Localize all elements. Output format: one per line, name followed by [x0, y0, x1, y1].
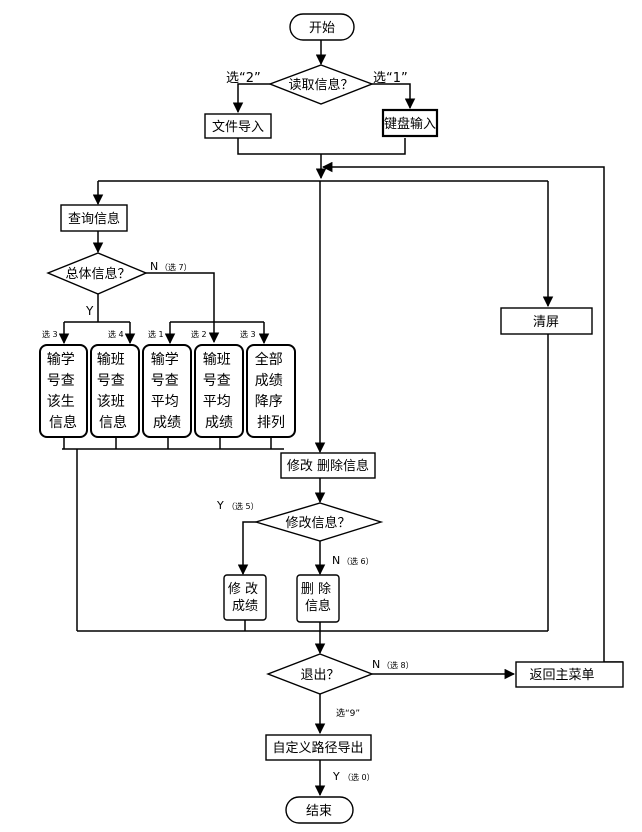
clear-screen-label: 清屏	[533, 315, 559, 330]
by-student-id-box: 输学 号查 该生 信息	[39, 344, 88, 438]
keyboard-input-box: 键盘输入	[381, 108, 439, 138]
all-scores-line-2: 成绩	[255, 373, 283, 389]
student-avg-line-4: 成绩	[153, 415, 181, 431]
start-label: 开始	[309, 21, 335, 36]
class-avg-line-3: 平均	[203, 394, 231, 410]
file-import-box: 文件导入	[204, 113, 272, 139]
modify-info-label: 修改信息？	[285, 515, 350, 531]
all-scores-line-4: 排列	[257, 415, 285, 431]
modify-scores-line-1: 修 改	[228, 582, 258, 597]
label-modify-y: Y	[216, 499, 224, 512]
arrow-modify-y	[237, 521, 256, 576]
label-sel1: 选 1	[148, 329, 164, 339]
by-student-id-line-1: 输学	[47, 352, 75, 368]
overall-info-decision: 总体信息？	[46, 252, 148, 295]
svg-text:删 除 信息: 删 除 信息	[301, 582, 335, 614]
delete-info-line-2: 信息	[305, 598, 331, 614]
label-sel2: 选 2	[191, 329, 207, 339]
label-sel4: 选 4	[108, 329, 124, 339]
svg-text:输学 号查 平均 成绩: 输学 号查 平均 成绩	[151, 352, 183, 431]
svg-text:输班 号查 平均 成绩: 输班 号查 平均 成绩	[203, 352, 235, 431]
query-info-label: 查询信息	[68, 211, 120, 227]
by-class-id-box: 输班 号查 该班 信息	[90, 344, 140, 438]
line-file-to-merge	[237, 138, 406, 155]
read-info-decision: 读取信息？	[268, 64, 374, 105]
modify-scores-box: 修 改 成绩	[223, 574, 267, 621]
by-class-id-line-1: 输班	[97, 352, 125, 368]
exit-decision: 退出？	[266, 653, 374, 695]
read-info-label: 读取信息？	[288, 77, 353, 93]
student-avg-line-3: 平均	[151, 394, 179, 410]
clear-screen-box: 清屏	[500, 307, 593, 335]
svg-text:修 改 成绩: 修 改 成绩	[228, 582, 262, 614]
arrow-read-to-file	[232, 83, 270, 114]
class-avg-line-2: 号查	[203, 373, 231, 389]
svg-text:输班 号查 该班 信息: 输班 号查 该班 信息	[97, 352, 129, 431]
by-class-id-line-3: 该班	[97, 394, 125, 410]
exit-label: 退出？	[300, 668, 339, 683]
by-class-id-line-2: 号查	[97, 373, 125, 389]
end-node: 结束	[285, 796, 354, 824]
label-overall-n-sel: （选 7）	[160, 262, 192, 272]
label-modify-n-sel: （选 6）	[342, 556, 374, 566]
label-choose2: 选“2”	[226, 71, 261, 86]
label-modify-y-sel: （选 5）	[227, 501, 259, 511]
label-exit-n-sel: （选 8）	[382, 660, 414, 670]
delete-info-line-1: 删 除	[301, 582, 331, 597]
delete-info-box: 删 除 信息	[296, 574, 340, 623]
modify-delete-label: 修改 删除信息	[287, 458, 369, 474]
label-exit-y: Y	[332, 770, 340, 783]
modify-info-decision: 修改信息？	[253, 502, 384, 542]
file-import-label: 文件导入	[212, 120, 264, 135]
all-scores-line-3: 降序	[255, 394, 283, 410]
label-exit-y-sel: （选 0）	[343, 772, 375, 782]
all-scores-sorted-box: 全部 成绩 降序 排列	[246, 344, 296, 438]
student-avg-line-2: 号查	[151, 373, 179, 389]
modify-scores-line-2: 成绩	[232, 599, 258, 614]
edge-labels: 选“2” 选“1” N （选 7） Y 选 3 选 4 选 1 选 2 选 3 …	[42, 71, 414, 783]
by-student-id-line-3: 该生	[47, 394, 75, 410]
return-menu-label: 返回主菜单	[529, 668, 594, 683]
by-student-id-line-2: 号查	[47, 373, 75, 389]
arrow-overall-n	[146, 272, 220, 344]
label-sel3b: 选 3	[240, 329, 256, 339]
student-avg-line-1: 输学	[151, 352, 179, 368]
label-overall-y: Y	[85, 304, 94, 318]
modify-delete-box: 修改 删除信息	[280, 452, 376, 479]
by-class-id-line-4: 信息	[99, 414, 127, 431]
label-sel3a: 选 3	[42, 329, 58, 339]
arrow-read-to-keyboard	[372, 83, 416, 110]
start-node: 开始	[289, 13, 355, 41]
student-avg-box: 输学 号查 平均 成绩	[142, 344, 192, 438]
svg-text:全部 成绩 降序 排列: 全部 成绩 降序 排列	[255, 351, 287, 431]
custom-path-export-box: 自定义路径导出	[265, 734, 372, 761]
svg-text:输学 号查 该生 信息: 输学 号查 该生 信息	[47, 352, 79, 431]
label-modify-n: N	[332, 554, 340, 567]
label-overall-n: N	[150, 260, 158, 273]
all-scores-line-1: 全部	[255, 351, 283, 368]
class-avg-box: 输班 号查 平均 成绩	[194, 344, 244, 438]
end-label: 结束	[306, 804, 332, 819]
label-choose1: 选“1”	[373, 71, 408, 86]
custom-path-export-label: 自定义路径导出	[272, 740, 363, 756]
keyboard-input-label: 键盘输入	[384, 116, 436, 132]
class-avg-line-4: 成绩	[205, 415, 233, 431]
query-info-box: 查询信息	[60, 204, 128, 232]
overall-info-label: 总体信息？	[65, 266, 130, 282]
class-avg-line-1: 输班	[203, 352, 231, 368]
return-menu-box: 返回主菜单	[515, 661, 624, 688]
label-exit-n: N	[372, 658, 380, 671]
arrow-loopback-top	[321, 161, 605, 662]
connectors	[58, 40, 623, 797]
label-sel9: 选“9”	[336, 707, 360, 719]
by-student-id-line-4: 信息	[49, 414, 77, 431]
